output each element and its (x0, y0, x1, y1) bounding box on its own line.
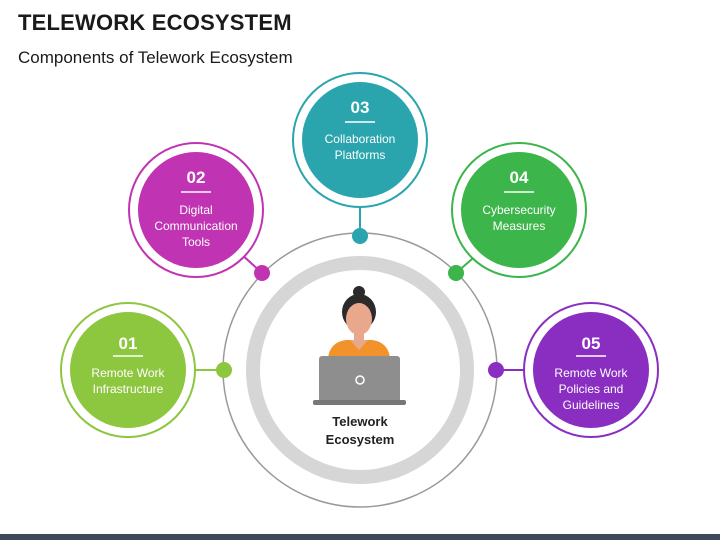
node-03-number: 03 (350, 98, 370, 117)
bottom-bar (0, 534, 720, 540)
connector-dot-02 (254, 265, 270, 281)
node-01-label: Remote Work Infrastructure (91, 366, 165, 396)
node-02 (128, 142, 264, 278)
center-label: Telework Ecosystem (325, 414, 395, 447)
node-05-label: Remote Work Policies and Guidelines (554, 366, 628, 412)
node-04 (451, 142, 587, 278)
node-04-label: Cybersecurity Measures (482, 203, 556, 233)
node-03 (292, 72, 428, 208)
node-02-label: Digital Communication Tools (154, 203, 238, 249)
node-05 (523, 302, 659, 438)
page-subtitle: Components of Telework Ecosystem (18, 48, 293, 67)
node-03-label: Collaboration Platforms (324, 132, 396, 162)
node-05-number: 05 (581, 334, 601, 353)
person-at-laptop-icon (313, 286, 406, 405)
node-02-number: 02 (186, 168, 206, 187)
connector-dot-01 (216, 362, 232, 378)
connector-dot-04 (448, 265, 464, 281)
connector-dot-05 (488, 362, 504, 378)
node-01 (60, 302, 196, 438)
node-01-number: 01 (118, 334, 138, 353)
node-04-number: 04 (509, 168, 529, 187)
connector-dot-03 (352, 228, 368, 244)
page-title: TELEWORK ECOSYSTEM (18, 10, 292, 35)
